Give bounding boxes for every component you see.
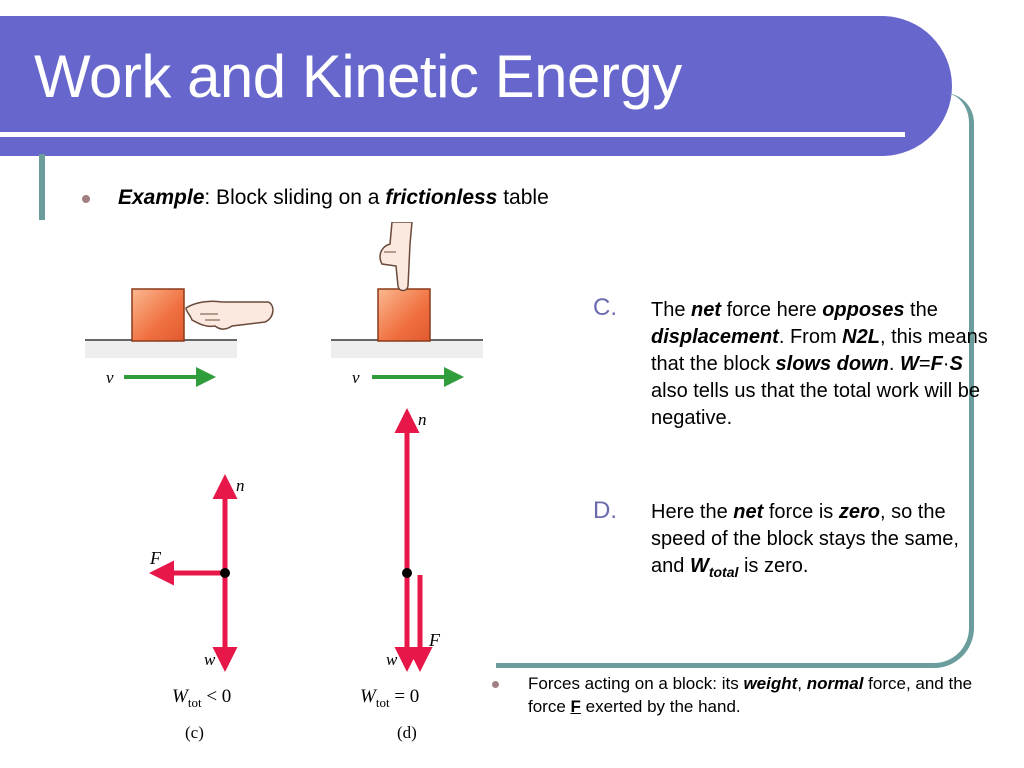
- example-text-2: table: [497, 186, 549, 209]
- block-d: [377, 288, 431, 342]
- weight-label-c: w: [204, 650, 216, 669]
- item-d-marker: D.: [593, 497, 617, 524]
- footer-bullet: Forces acting on a block: its weight, no…: [528, 674, 973, 716]
- work-result-c: Wtot < 0: [172, 686, 231, 710]
- left-accent-bar: [39, 154, 45, 220]
- bullet-dot-example: [82, 195, 90, 203]
- free-body-figure: v v n w F Wtot < 0 (c) n w F Wtot = 0 (d…: [85, 222, 483, 742]
- item-d-text: Here the net force is zero, so the speed…: [651, 501, 959, 580]
- table-shadow-c: [85, 340, 237, 358]
- free-body-c: n w F Wtot < 0 (c): [149, 474, 245, 742]
- center-point-d: [402, 568, 412, 578]
- normal-label-d: n: [418, 410, 427, 429]
- caption-d: (d): [397, 723, 417, 742]
- panel-c-scene: v: [85, 288, 274, 387]
- velocity-label-c: v: [106, 368, 114, 387]
- force-label-c: F: [149, 548, 162, 568]
- force-label-d: F: [428, 630, 441, 650]
- panel-d-scene: v: [331, 222, 483, 387]
- hand-icon: [185, 300, 274, 330]
- slide-title: Work and Kinetic Energy: [34, 43, 682, 110]
- content-frame: [496, 93, 974, 668]
- item-c-marker: C.: [593, 294, 617, 321]
- block-c: [131, 288, 185, 342]
- table-shadow-d: [331, 340, 483, 358]
- example-emphasis: frictionless: [385, 186, 498, 209]
- example-bullet: Example: Block sliding on a frictionless…: [118, 186, 549, 210]
- caption-c: (c): [185, 723, 204, 742]
- velocity-label-d: v: [352, 368, 360, 387]
- work-result-d: Wtot = 0: [360, 686, 419, 710]
- center-point-c: [220, 568, 230, 578]
- normal-label-c: n: [236, 476, 245, 495]
- item-c-text: The net force here opposes the displacem…: [651, 299, 988, 429]
- finger-icon: [379, 222, 413, 292]
- example-label: Example: [118, 186, 205, 209]
- weight-label-d: w: [386, 650, 398, 669]
- example-text-1: : Block sliding on a: [204, 186, 386, 209]
- free-body-d: n w F Wtot = 0 (d): [360, 408, 441, 742]
- title-underline: [0, 132, 905, 137]
- bullet-dot-footer: [492, 681, 499, 688]
